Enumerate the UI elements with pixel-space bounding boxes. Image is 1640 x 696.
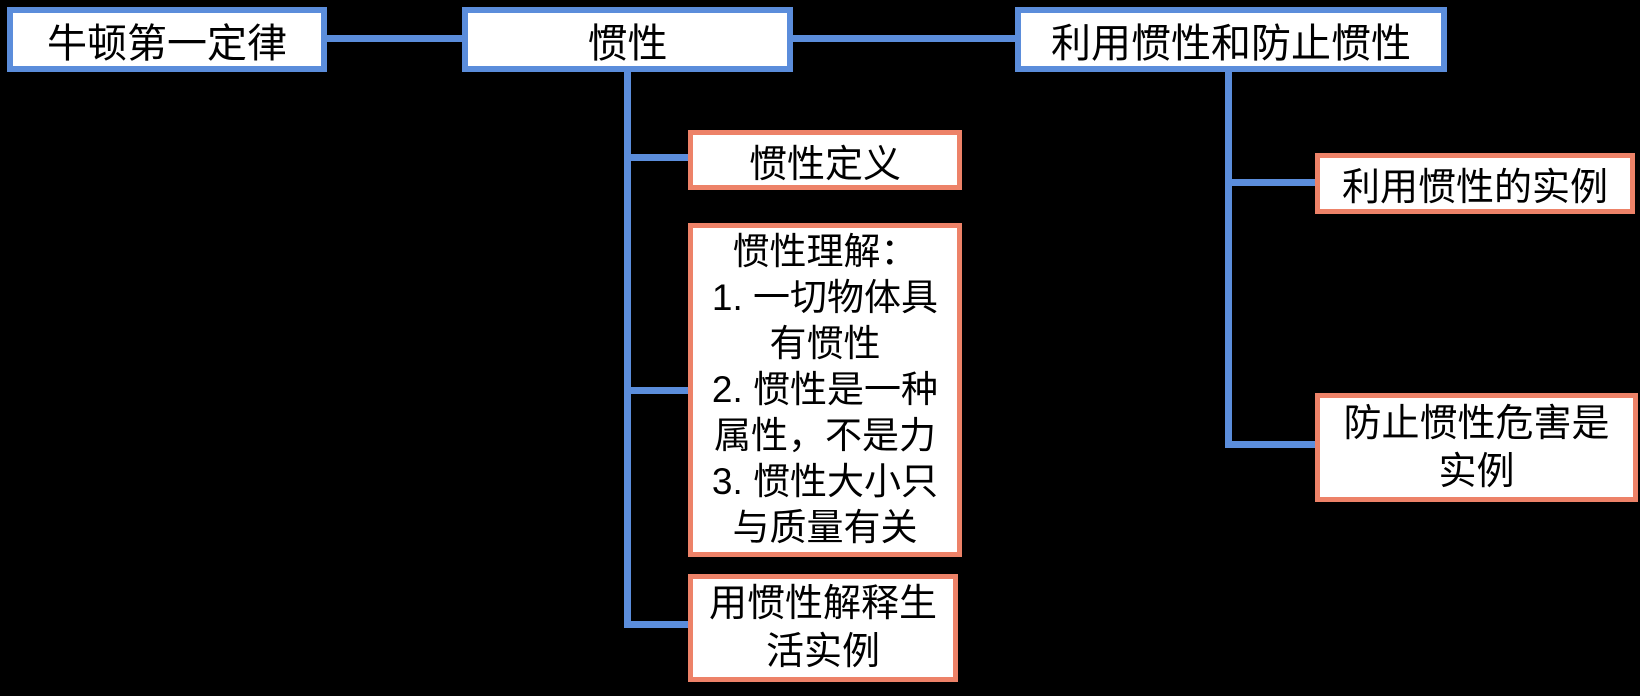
node-inertia-understanding-label: 惯性理解： 1. 一切物体具 有惯性 2. 惯性是一种 属性，不是力 3. 惯性… bbox=[711, 231, 939, 548]
connector-branch-understanding bbox=[631, 387, 688, 394]
connector-inertia-to-use-prevent bbox=[793, 35, 1015, 42]
connector-inertia-trunk bbox=[624, 72, 631, 628]
node-use-inertia-examples: 利用惯性的实例 bbox=[1315, 153, 1635, 214]
connector-branch-definition bbox=[631, 154, 688, 161]
node-newton-first-law-label: 牛顿第一定律 bbox=[47, 21, 287, 66]
node-use-and-prevent-inertia: 利用惯性和防止惯性 bbox=[1015, 7, 1447, 72]
node-use-inertia-examples-label: 利用惯性的实例 bbox=[1341, 167, 1608, 209]
node-explain-life-examples: 用惯性解释生 活实例 bbox=[688, 574, 958, 682]
node-prevent-inertia-examples: 防止惯性危害是 实例 bbox=[1315, 393, 1638, 502]
node-inertia-label: 惯性 bbox=[587, 21, 668, 66]
node-use-and-prevent-inertia-label: 利用惯性和防止惯性 bbox=[1051, 21, 1411, 66]
connector-branch-explain bbox=[624, 621, 688, 628]
node-newton-first-law: 牛顿第一定律 bbox=[7, 7, 327, 72]
connector-branch-prevent-examples bbox=[1225, 441, 1315, 448]
node-prevent-inertia-examples-label: 防止惯性危害是 实例 bbox=[1343, 402, 1610, 493]
node-explain-life-examples-label: 用惯性解释生 活实例 bbox=[708, 583, 937, 673]
node-inertia-understanding: 惯性理解： 1. 一切物体具 有惯性 2. 惯性是一种 属性，不是力 3. 惯性… bbox=[688, 223, 962, 557]
connector-newton-to-inertia bbox=[327, 35, 462, 42]
connector-branch-use-examples bbox=[1232, 179, 1315, 186]
node-inertia: 惯性 bbox=[462, 7, 793, 72]
node-inertia-definition-label: 惯性定义 bbox=[748, 143, 901, 186]
connector-use-prevent-trunk bbox=[1225, 72, 1232, 448]
node-inertia-definition: 惯性定义 bbox=[688, 130, 962, 190]
